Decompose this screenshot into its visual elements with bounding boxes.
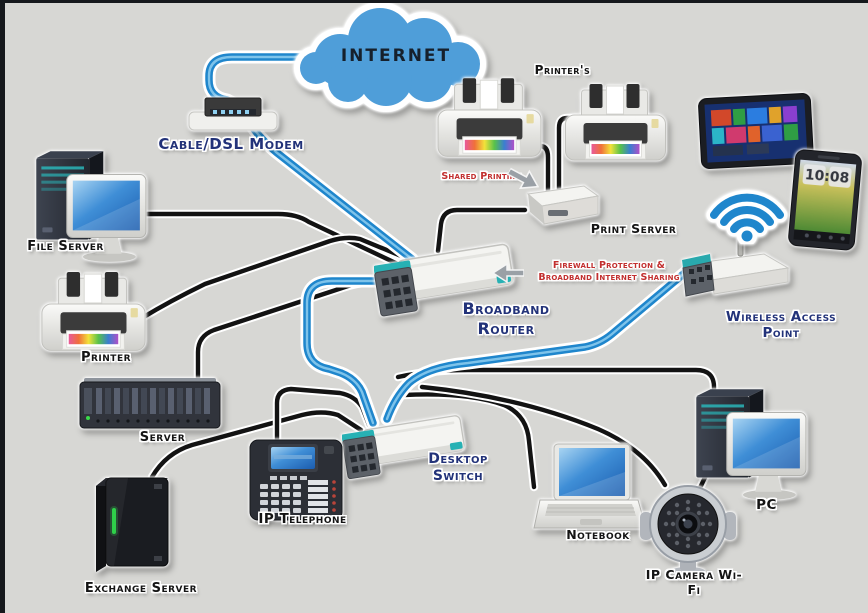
label-ip-telephone: IP Telephone <box>258 511 347 527</box>
label-file-server: File Server <box>27 239 104 254</box>
cable-switch-camera <box>417 382 670 490</box>
label-server: Server <box>139 430 186 445</box>
cable-ipphone-switch <box>272 384 374 446</box>
border-left <box>0 0 5 613</box>
label-exchange-server: Exchange Server <box>84 581 198 596</box>
annotation-firewall: Firewall Protection & Broadband Internet… <box>524 260 694 283</box>
cable-printer2-printserver <box>554 113 582 197</box>
print-server-icon <box>526 185 600 225</box>
printer-top-right-icon <box>562 84 670 179</box>
modem-icon <box>188 97 278 131</box>
annotation-firewall-line1: Firewall Protection & <box>552 260 666 271</box>
cable-exchange-switch <box>147 408 366 482</box>
label-desktop-switch: Desktop Switch <box>428 451 488 485</box>
label-printers-group: Printer's <box>534 63 591 77</box>
label-internet: INTERNET <box>340 46 452 66</box>
cable-router-switch <box>300 274 404 430</box>
label-printer: Printer <box>80 350 132 365</box>
pc-icon <box>678 384 810 501</box>
label-notebook: Notebook <box>566 527 630 542</box>
annotation-firewall-line2: Broadband Internet Sharing <box>538 271 680 283</box>
label-print-server: Print Server <box>590 221 677 236</box>
cable-wap-switch <box>380 264 694 426</box>
shared-printing-arrow-icon <box>502 162 544 201</box>
cable-printserver-router <box>433 205 530 256</box>
cable-switch-notebook <box>399 390 539 492</box>
border-top <box>0 0 868 3</box>
smartphone-icon: 10:08 <box>788 149 862 251</box>
ip-camera-icon <box>640 485 736 575</box>
tablet-icon <box>698 93 814 169</box>
wifi-signal-icon <box>706 190 788 244</box>
exchange-server-icon <box>96 477 169 572</box>
phone-clock: 10:08 <box>804 167 850 187</box>
label-pc: PC <box>756 497 777 513</box>
cable-printer-router <box>137 233 411 323</box>
label-wireless-access-point: Wireless Access Point <box>725 309 837 342</box>
label-modem: Cable/DSL Modem <box>158 135 304 153</box>
label-ip-camera: IP Camera Wi-Fi <box>645 567 743 598</box>
internet-cloud <box>294 2 486 112</box>
printer-top-left-icon <box>436 78 544 176</box>
label-broadband-router: Broadband Router <box>462 299 550 338</box>
notebook-icon <box>533 443 646 529</box>
server-rack-icon <box>79 378 221 429</box>
ip-telephone-icon <box>249 439 343 521</box>
cable-fileserver-router <box>135 209 407 271</box>
firewall-arrow-icon <box>491 262 525 287</box>
annotation-shared-printing: Shared Printing <box>441 171 522 182</box>
